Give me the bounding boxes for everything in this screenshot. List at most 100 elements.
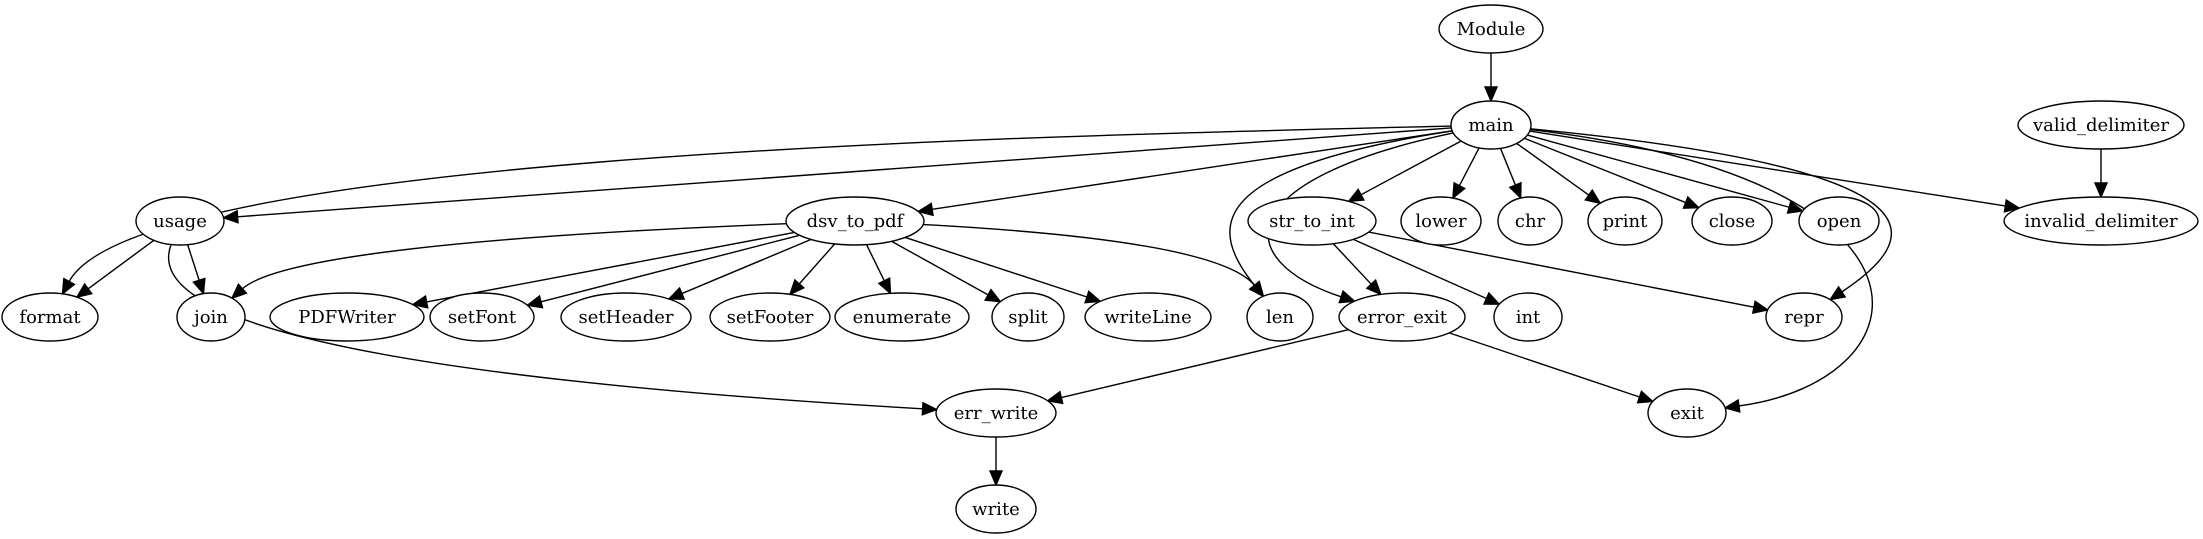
node-print[interactable]: print	[1587, 196, 1663, 246]
node-label: enumerate	[853, 307, 952, 328]
node-label: valid_delimiter	[2032, 115, 2169, 136]
node-label: split	[1008, 307, 1048, 328]
node-ellipse	[1587, 196, 1663, 246]
node-label: close	[1709, 211, 1756, 232]
edge-line	[923, 223, 1256, 286]
node-join[interactable]: join	[176, 292, 246, 342]
node-enumerate[interactable]: enumerate	[834, 292, 970, 342]
arrowhead	[1786, 200, 1805, 214]
node-ellipse	[1246, 292, 1314, 342]
node-module[interactable]: Module	[1438, 4, 1544, 54]
edge-line	[426, 231, 795, 303]
edge-line	[1352, 238, 1487, 300]
node-valid-delimiter[interactable]: valid_delimiter	[2017, 100, 2185, 150]
edge-error_exit-to-exit	[1448, 332, 1655, 404]
edge-dsv_to_pdf-to-enumerate	[865, 244, 892, 295]
edge-str_to_int-to-int	[1352, 238, 1501, 305]
node-ellipse	[834, 292, 970, 342]
edge-main-to-repr	[1530, 128, 1892, 301]
node-label: int	[1516, 307, 1541, 328]
node-int[interactable]: int	[1493, 292, 1563, 342]
arrowhead	[221, 209, 239, 224]
node-label: setFooter	[727, 307, 814, 328]
node-pdfwriter[interactable]: PDFWriter	[269, 292, 425, 342]
node-err-write[interactable]: err_write	[935, 388, 1057, 438]
edge-line	[241, 223, 787, 290]
node-label: err_write	[954, 403, 1039, 424]
node-len[interactable]: len	[1246, 292, 1314, 342]
node-exit[interactable]: exit	[1647, 388, 1727, 438]
arrowhead	[1508, 181, 1522, 200]
node-ellipse	[560, 292, 692, 342]
arrowhead	[877, 277, 892, 295]
node-write[interactable]: write	[955, 484, 1037, 534]
node-label: lower	[1415, 211, 1467, 232]
node-open[interactable]: open	[1798, 196, 1880, 246]
edge-usage-to-format	[75, 239, 155, 299]
arrowhead	[1045, 390, 1064, 405]
arrowhead	[788, 278, 806, 296]
node-ellipse	[955, 484, 1037, 534]
node-label: open	[1817, 211, 1862, 232]
node-ellipse	[1400, 196, 1482, 246]
node-error-exit[interactable]: error_exit	[1338, 292, 1466, 342]
arrowhead	[1482, 291, 1501, 305]
edge-line	[1527, 134, 1790, 208]
node-ellipse	[1084, 292, 1212, 342]
node-ellipse	[2003, 196, 2199, 246]
node-invalid-delimiter[interactable]: invalid_delimiter	[2003, 196, 2199, 246]
node-label: write	[972, 499, 1020, 520]
node-lower[interactable]: lower	[1400, 196, 1482, 246]
node-label: setHeader	[579, 307, 674, 328]
node-writeline[interactable]: writeLine	[1084, 292, 1212, 342]
edge-line	[1458, 147, 1480, 186]
node-main[interactable]: main	[1450, 100, 1532, 150]
edge-main-to-exit	[1530, 128, 1873, 413]
edge-usage-to-join	[186, 244, 206, 296]
node-ellipse	[269, 292, 425, 342]
edge-main-to-invalid_delimiter	[1529, 130, 2021, 213]
edge-dsv_to_pdf-to-setfooter	[788, 243, 836, 296]
node-label: format	[19, 307, 81, 328]
edge-err_write-to-write	[988, 437, 1004, 487]
node-ellipse	[1497, 196, 1563, 246]
arrowhead	[667, 286, 686, 300]
edge-str_to_int-to-error_exit	[1332, 243, 1383, 296]
arrowhead	[192, 277, 206, 296]
node-repr[interactable]: repr	[1765, 292, 1843, 342]
node-ellipse	[1691, 196, 1773, 246]
node-ellipse	[991, 292, 1065, 342]
node-setfont[interactable]: setFont	[429, 292, 535, 342]
edge-line	[186, 244, 200, 281]
node-label: join	[192, 307, 228, 328]
node-format[interactable]: format	[1, 292, 99, 342]
edge-main-to-open	[1527, 134, 1805, 214]
node-setfooter[interactable]: setFooter	[709, 292, 831, 342]
node-label: main	[1468, 115, 1514, 136]
arrowhead	[1584, 188, 1602, 205]
arrowhead	[1636, 390, 1655, 404]
node-label: exit	[1670, 403, 1705, 424]
node-ellipse	[1647, 388, 1727, 438]
node-usage[interactable]: usage	[135, 196, 225, 246]
arrowhead	[75, 282, 93, 299]
edge-line	[237, 127, 1452, 218]
node-label: dsv_to_pdf	[807, 211, 905, 232]
edge-dsv_to_pdf-to-setfont	[525, 234, 800, 309]
node-ellipse	[135, 196, 225, 246]
arrowhead	[230, 283, 248, 300]
node-dsv-to-pdf[interactable]: dsv_to_pdf	[785, 196, 925, 246]
arrowhead	[984, 288, 1002, 303]
node-setheader[interactable]: setHeader	[560, 292, 692, 342]
node-ellipse	[1438, 4, 1544, 54]
arrowhead	[1248, 280, 1265, 298]
node-ellipse	[176, 292, 246, 342]
edge-line	[1530, 128, 1873, 407]
node-label: Module	[1457, 19, 1526, 40]
node-str-to-int[interactable]: str_to_int	[1247, 196, 1377, 246]
node-split[interactable]: split	[991, 292, 1065, 342]
node-close[interactable]: close	[1691, 196, 1773, 246]
node-ellipse	[429, 292, 535, 342]
node-chr[interactable]: chr	[1497, 196, 1563, 246]
